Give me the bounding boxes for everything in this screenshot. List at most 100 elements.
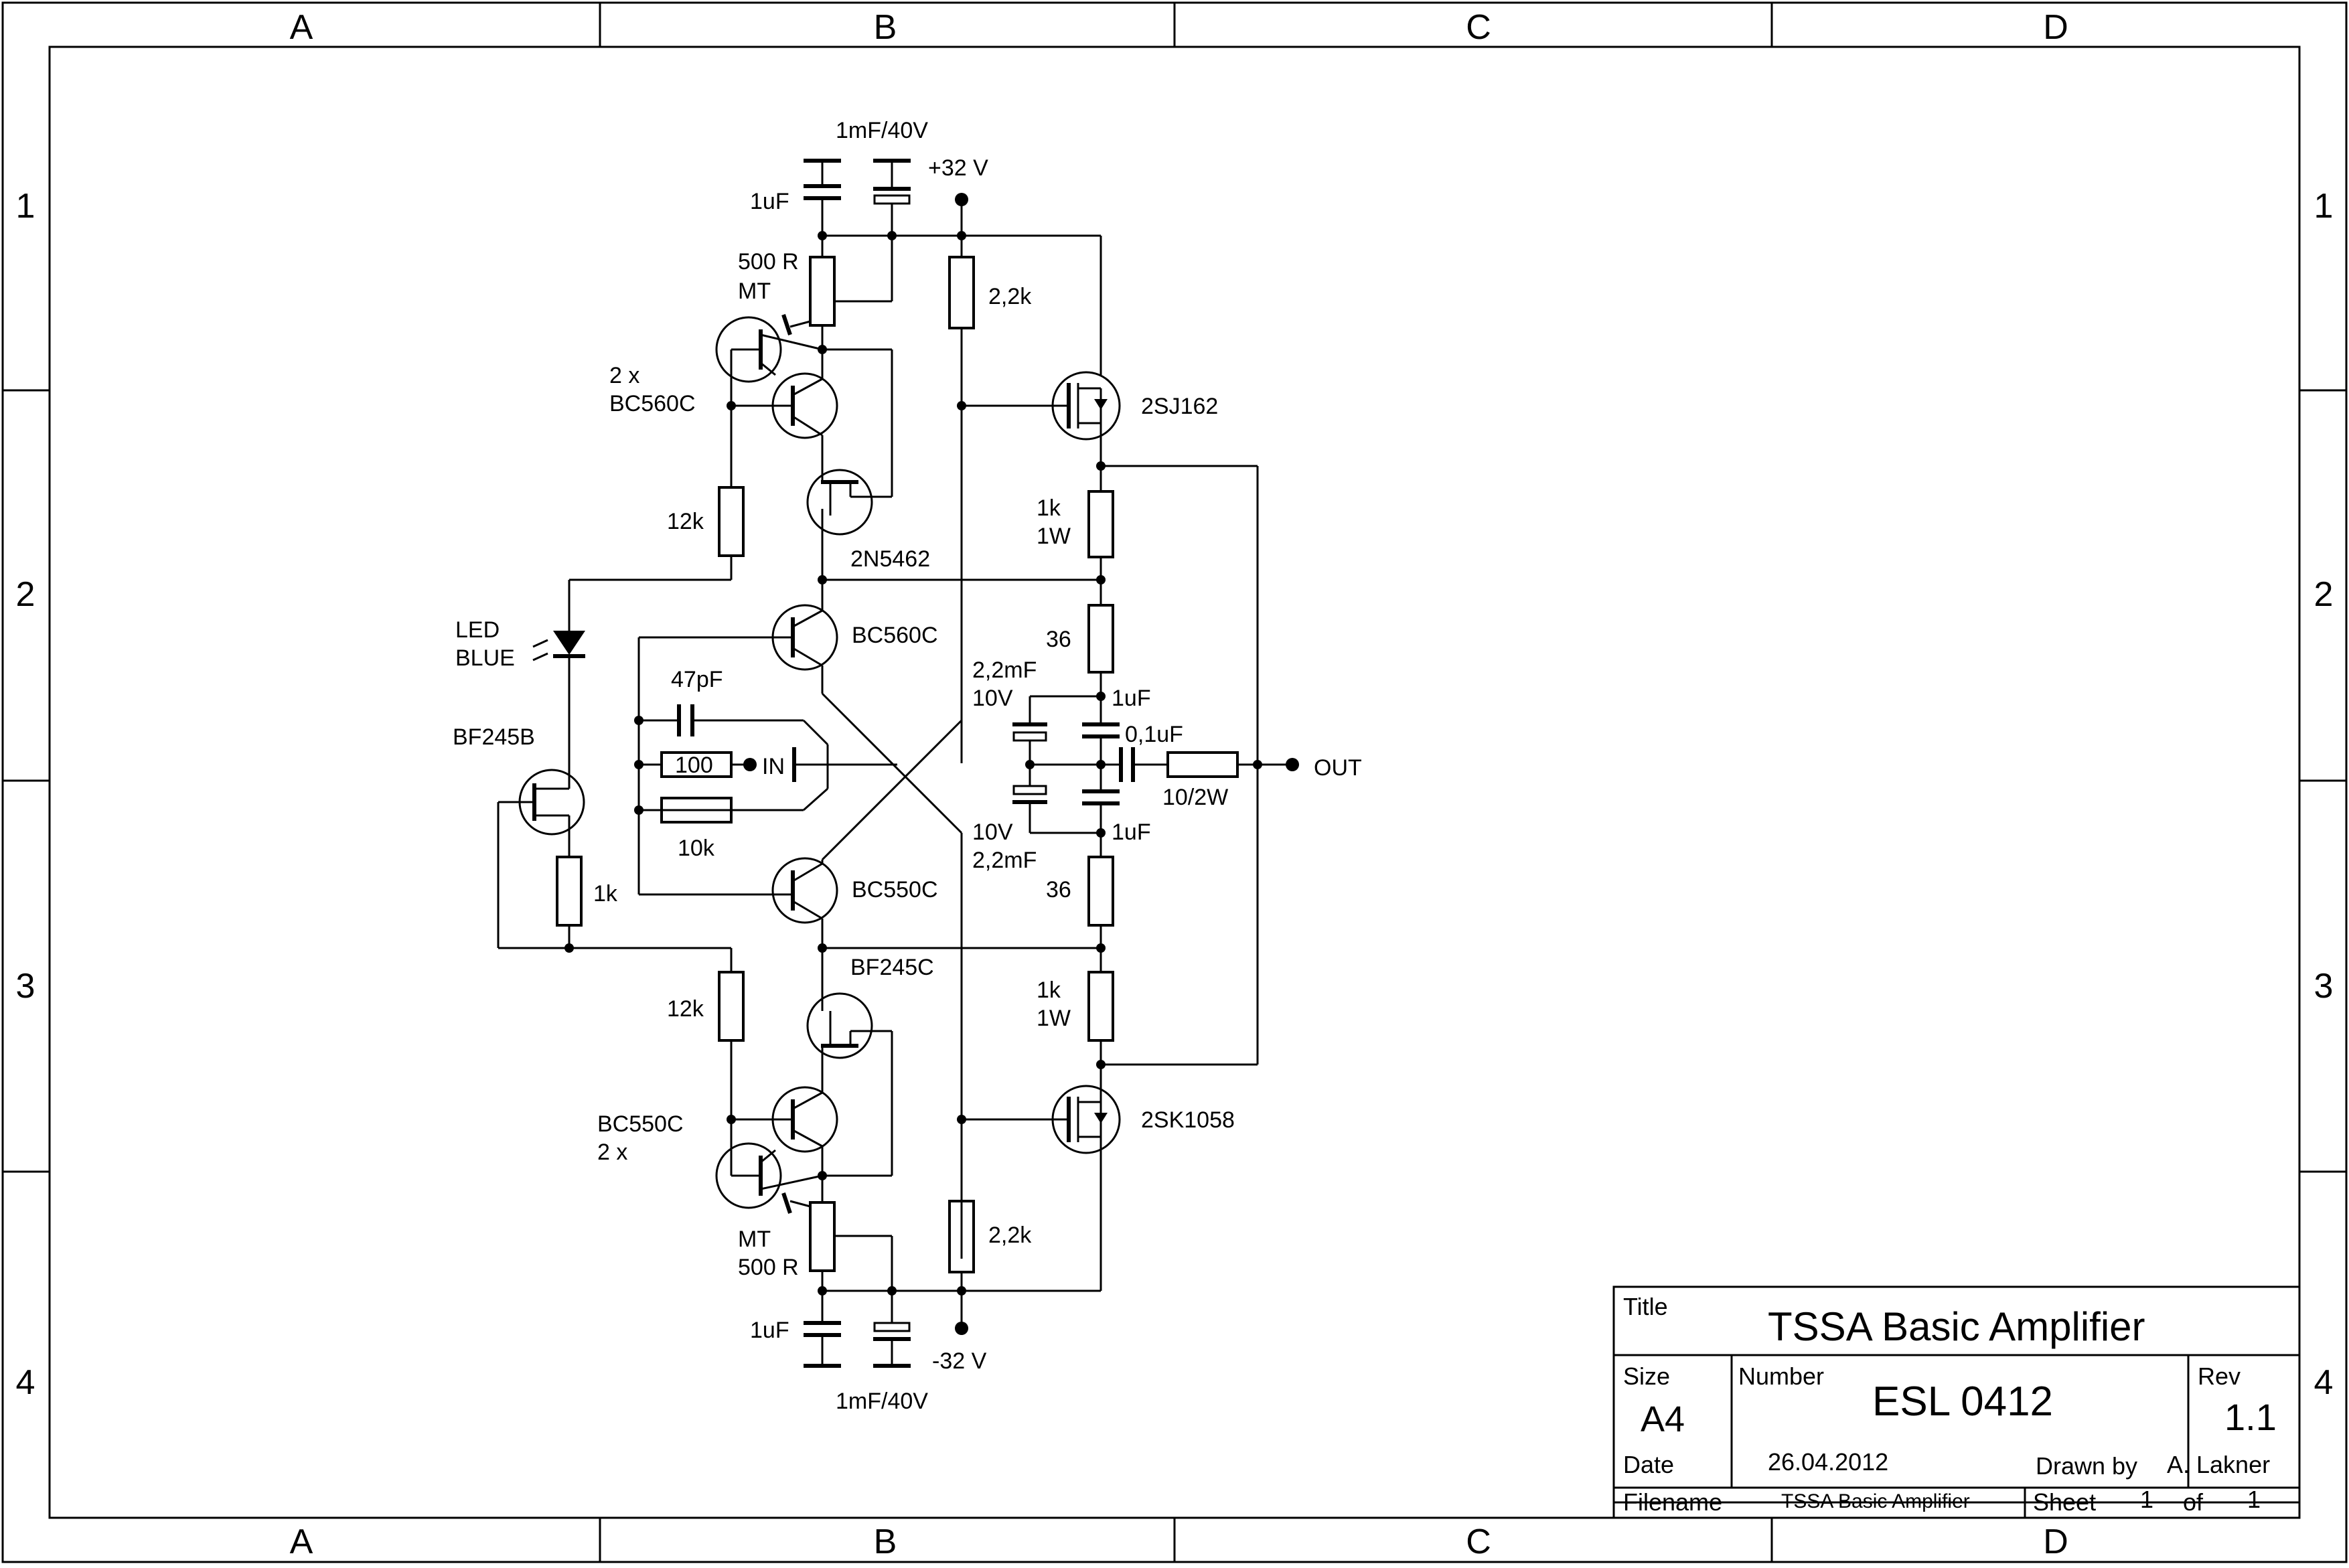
- output-capacitors: [1012, 692, 1299, 857]
- label-q-top-mosfet: 2SJ162: [1141, 394, 1218, 419]
- label-input: IN: [762, 754, 785, 779]
- zone-labels: A B C D A B C D 1 2 3 4 1 2 3 4: [16, 8, 2334, 1561]
- resistor-bot-1k1w: [1087, 948, 1114, 1091]
- label-r-top-1k-w: 1W: [1037, 524, 1071, 549]
- zone-col-top: A: [290, 8, 313, 47]
- transistor-bot-2: [771, 1086, 838, 1176]
- zone-col-top: B: [874, 8, 897, 47]
- zone-row-right: 3: [2314, 967, 2334, 1006]
- zone-col-bottom: C: [1466, 1522, 1491, 1561]
- pot-top: [781, 236, 893, 349]
- zone-row-right: 4: [2314, 1363, 2334, 1402]
- label-c-01uF: 0,1uF: [1125, 722, 1183, 747]
- zone-col-top: D: [2043, 8, 2068, 47]
- bottom-rail-capacitors: [804, 1291, 911, 1368]
- label-rail-neg: -32 V: [932, 1348, 987, 1374]
- label-c-bot-elko: 1mF/40V: [836, 1389, 928, 1414]
- zone-row-left: 4: [16, 1363, 35, 1402]
- label-rail-pos: +32 V: [928, 155, 988, 181]
- of-label: of: [2183, 1488, 2204, 1516]
- title-block: [1612, 1285, 2301, 1519]
- zone-col-bottom: D: [2043, 1522, 2068, 1561]
- resistor-bot-2k2: [948, 1200, 975, 1328]
- sheet-label: Sheet: [2033, 1488, 2096, 1516]
- label-c-2m2-bot-v: 10V: [972, 819, 1013, 845]
- label-r-top-36: 36: [1046, 627, 1071, 652]
- label-q-bot-pair: 2 x: [597, 1140, 627, 1165]
- label-pot-top-mt: MT: [738, 279, 771, 304]
- label-pot-bot: 500 R: [738, 1255, 799, 1280]
- zone-col-bottom: B: [874, 1522, 897, 1561]
- drawn-label: Drawn by: [2036, 1452, 2137, 1480]
- date-value: 26.04.2012: [1768, 1448, 1888, 1476]
- label-r-bf-1k: 1k: [593, 881, 618, 907]
- label-output: OUT: [1314, 755, 1362, 781]
- zone-col-top: C: [1466, 8, 1491, 47]
- rev-label: Rev: [2198, 1362, 2241, 1390]
- led-blue: [532, 580, 585, 770]
- zone-row-left: 1: [16, 187, 35, 226]
- zone-row-left: 3: [16, 967, 35, 1006]
- resistor-bf-1k: [498, 856, 731, 953]
- zone-col-bottom: A: [290, 1522, 313, 1561]
- resistor-top-12k: [569, 406, 745, 581]
- label-c-1uF-out-bot: 1uF: [1112, 819, 1151, 845]
- rev-value: 1.1: [2224, 1396, 2277, 1438]
- label-q-top-pair-type: BC560C: [609, 391, 696, 416]
- label-r-bot-12k: 12k: [667, 996, 704, 1022]
- label-r-bot-1k-w: 1W: [1037, 1006, 1071, 1031]
- rail-neg-terminal: [955, 1322, 968, 1335]
- label-r-bot-1k: 1k: [1037, 977, 1061, 1003]
- label-r-bot-2k2: 2,2k: [988, 1223, 1032, 1248]
- filename-label: Filename: [1623, 1488, 1722, 1516]
- label-r-bot-36: 36: [1046, 877, 1071, 903]
- title-label: Title: [1623, 1293, 1668, 1320]
- jfet-bot: [806, 948, 892, 1093]
- transistor-vas-bot: [771, 857, 838, 948]
- drawing-title: TSSA Basic Amplifier: [1768, 1304, 2145, 1349]
- label-r-fb-10k: 10k: [678, 836, 715, 861]
- date-label: Date: [1623, 1451, 1674, 1478]
- label-c-in-47p: 47pF: [671, 667, 723, 692]
- input-network: [634, 704, 897, 824]
- drawn-value: A. Lakner: [2167, 1451, 2270, 1478]
- jfet-top: [806, 435, 892, 580]
- resistor-bot-12k: [718, 948, 745, 1119]
- size-value: A4: [1641, 1399, 1685, 1439]
- resistor-top-2k2: [948, 236, 975, 763]
- label-jfet-bf245b: BF245B: [453, 724, 535, 750]
- label-c-2m2-top: 2,2mF: [972, 657, 1037, 683]
- number-label: Number: [1738, 1362, 1824, 1390]
- transistor-top-2: [771, 349, 838, 439]
- label-r-top-12k: 12k: [667, 509, 704, 534]
- label-jfet-bot: BF245C: [850, 955, 934, 980]
- label-led: LED: [455, 617, 500, 643]
- label-q-vas-bot: BC550C: [852, 877, 938, 903]
- label-jfet-top: 2N5462: [850, 546, 930, 572]
- resistor-top-1k1w: [1087, 490, 1114, 605]
- pot-bot: [781, 1176, 893, 1291]
- label-r-out: 10/2W: [1162, 785, 1228, 810]
- label-pot-top: 500 R: [738, 249, 799, 275]
- number-value: ESL 0412: [1872, 1379, 2053, 1425]
- filename-value: TSSA Basic Amplifier: [1781, 1490, 1970, 1512]
- label-c-bot-ceramic: 1uF: [750, 1318, 789, 1343]
- zone-row-right: 1: [2314, 187, 2334, 226]
- label-c-1uF-out-top: 1uF: [1112, 686, 1151, 711]
- zone-row-left: 2: [16, 575, 35, 614]
- sheet-total: 1: [2247, 1486, 2261, 1513]
- zone-row-right: 2: [2314, 575, 2334, 614]
- label-r-in-100: 100: [675, 753, 713, 778]
- label-c-top-elko: 1mF/40V: [836, 118, 928, 143]
- label-q-vas-top: BC560C: [852, 623, 938, 648]
- label-r-top-1k: 1k: [1037, 495, 1061, 521]
- size-label: Size: [1623, 1362, 1670, 1390]
- transistor-top-1: [715, 316, 823, 383]
- label-q-top-pair: 2 x: [609, 363, 639, 388]
- label-c-2m2-bot: 2,2mF: [972, 848, 1037, 873]
- label-led-color: BLUE: [455, 645, 515, 671]
- label-pot-bot-mt: MT: [738, 1227, 771, 1252]
